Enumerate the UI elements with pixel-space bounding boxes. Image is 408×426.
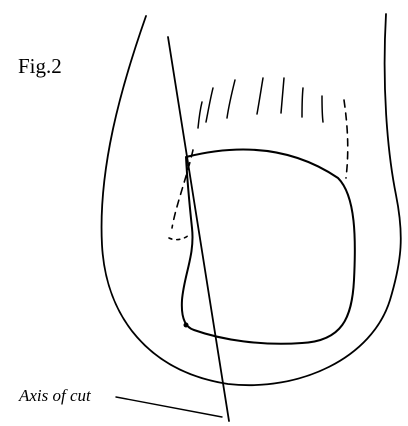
nail-corner-mark <box>184 323 189 328</box>
label-leader-line <box>116 397 222 417</box>
toe-outline <box>102 14 401 385</box>
cuticle-hatching <box>198 78 323 128</box>
dashed-nail-fold-right <box>344 100 348 178</box>
nail-outline <box>182 150 355 344</box>
axis-of-cut-label: Axis of cut <box>19 386 91 406</box>
dashed-nail-fold-tip <box>169 234 190 240</box>
figure-title: Fig.2 <box>18 54 62 79</box>
axis-of-cut-line <box>168 37 229 421</box>
